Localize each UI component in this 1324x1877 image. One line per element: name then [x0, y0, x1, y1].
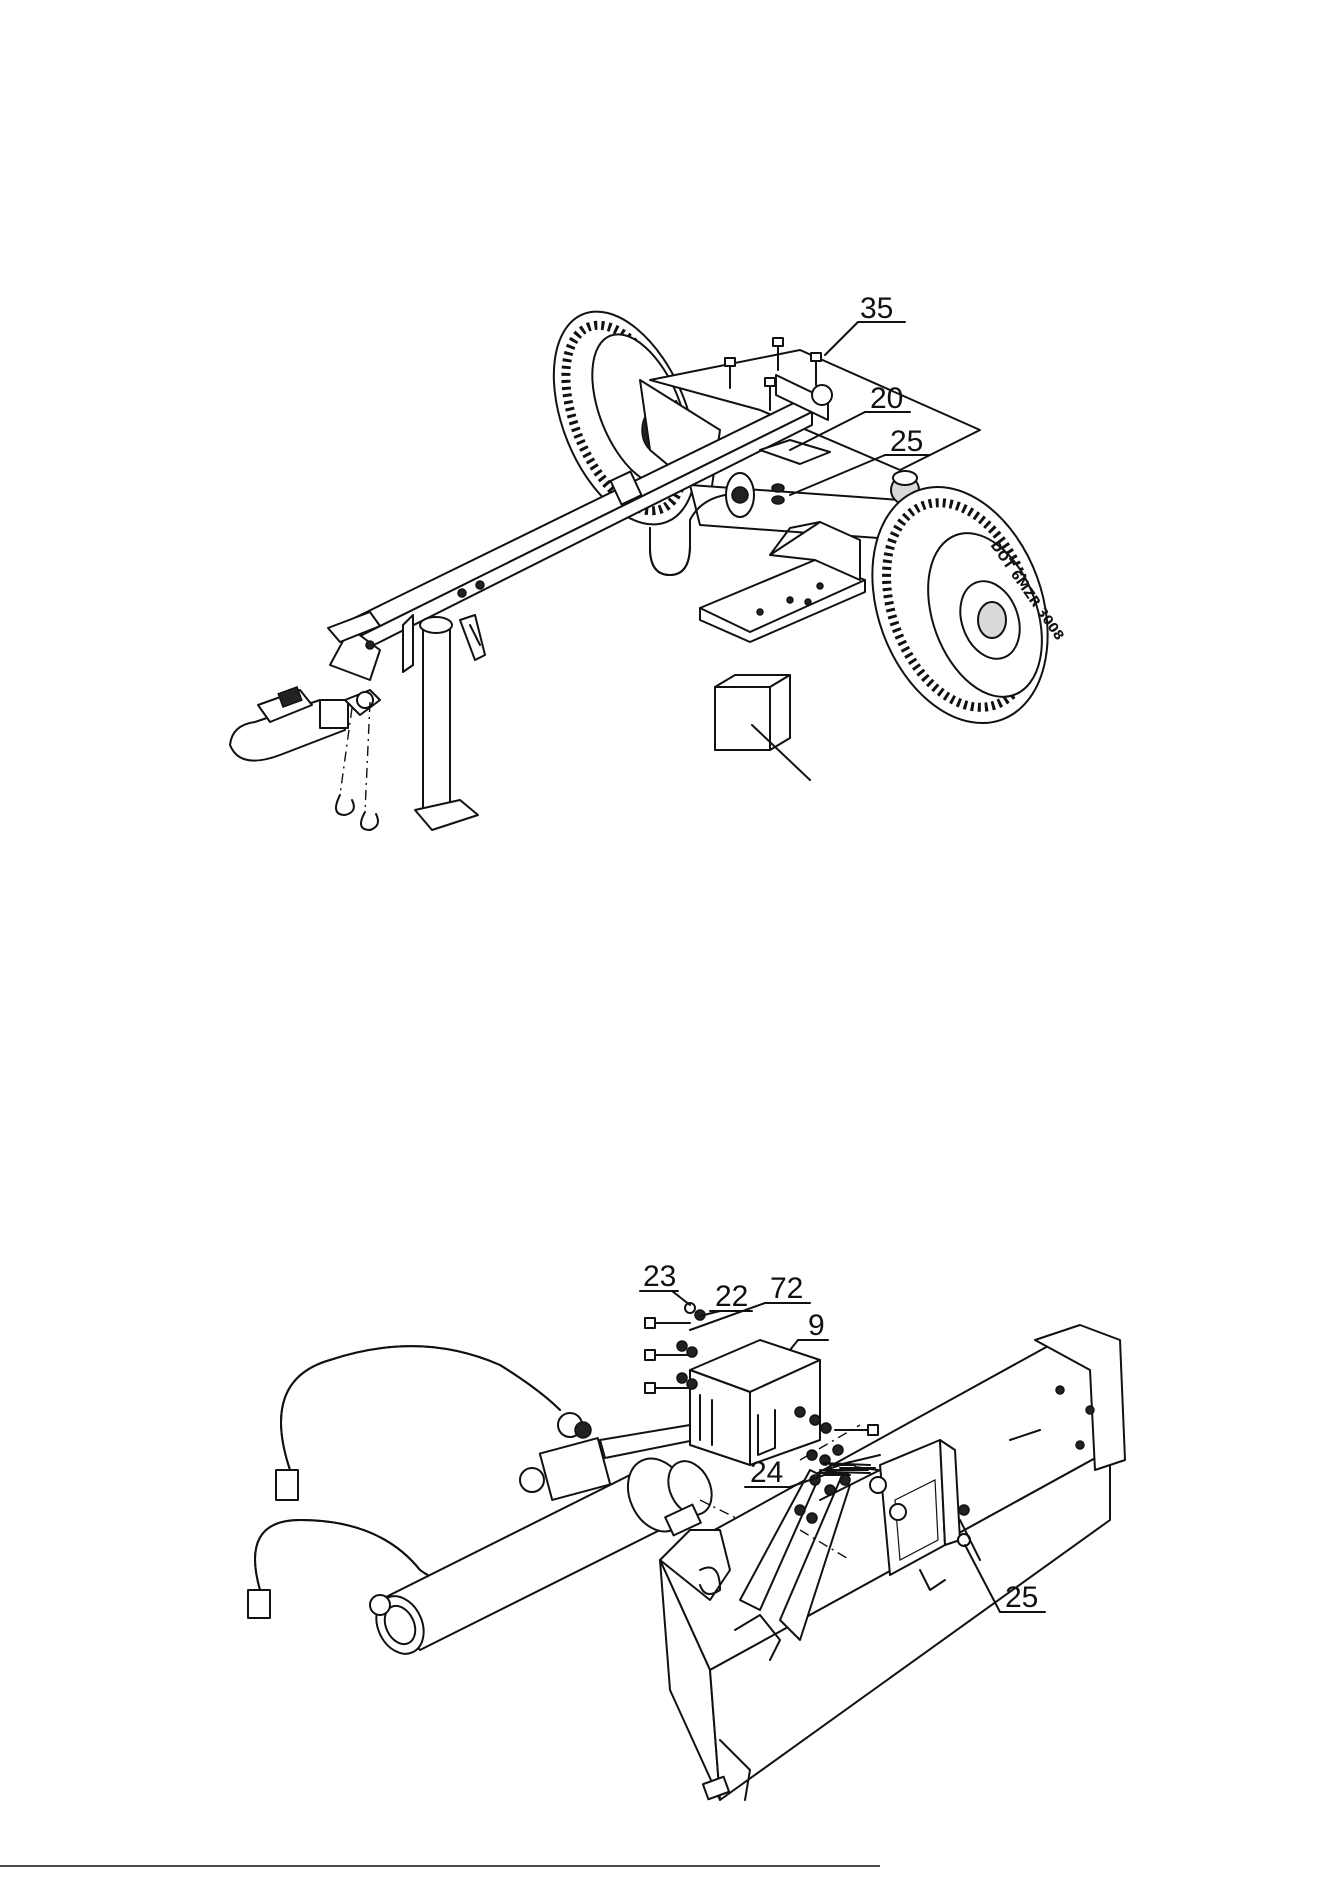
boxed-part: [715, 675, 810, 780]
jack-stand: [403, 615, 485, 830]
callout-24: 24: [750, 1456, 783, 1489]
engine-mount-plate: [700, 522, 865, 642]
callout-25: 25: [890, 425, 923, 458]
splitter-beam-exploded-view: 23 22 72 9 24 25: [248, 1260, 1125, 1800]
callout-25-bottom: 25: [1005, 1581, 1038, 1614]
callout-72: 72: [770, 1272, 803, 1305]
callout-20: 20: [870, 382, 903, 415]
callout-35: 35: [860, 292, 893, 325]
cylinder-bracket: [690, 1340, 820, 1465]
hitch-coupler: [230, 687, 380, 761]
callout-23: 23: [643, 1260, 676, 1293]
trailer-chassis-exploded-view: DOT 6MZR 3008: [230, 291, 1079, 830]
callout-9: 9: [808, 1309, 825, 1342]
callout-22: 22: [715, 1280, 748, 1313]
